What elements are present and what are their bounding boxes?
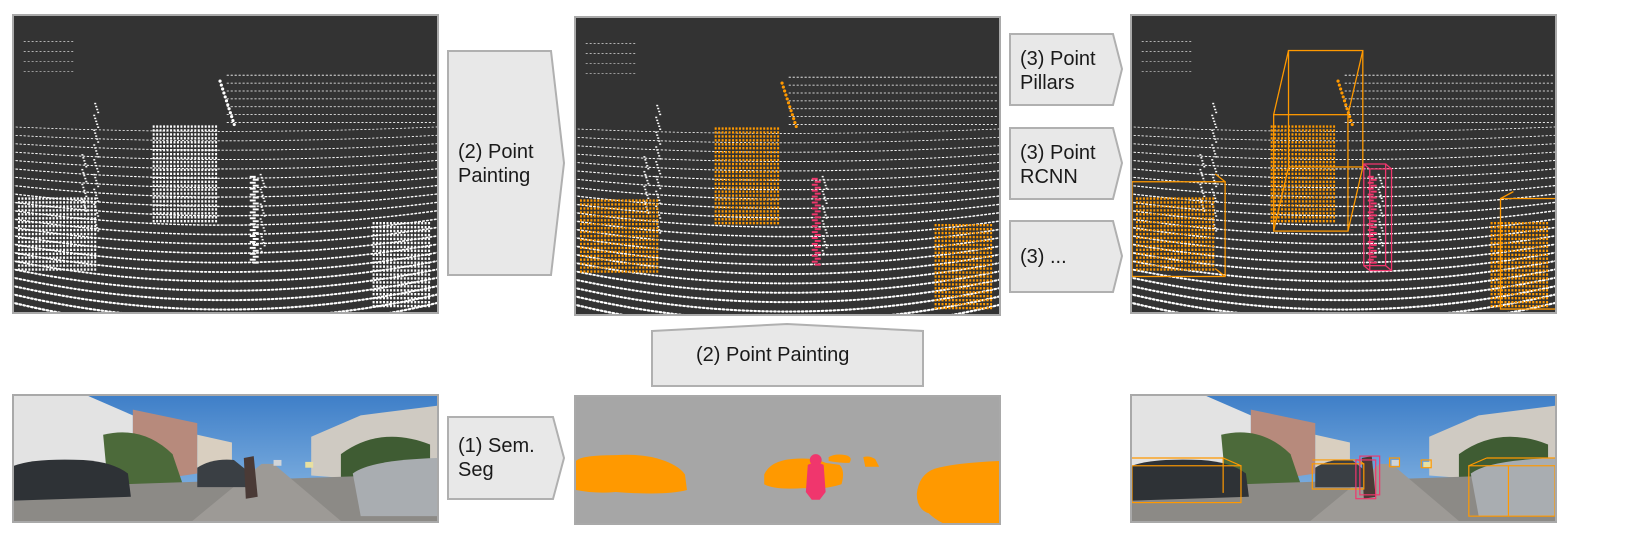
pedestrian-segment bbox=[805, 454, 826, 500]
point-painting-horizontal-arrow: (2) Point Painting bbox=[651, 322, 924, 387]
point-painting-vertical-arrow: (2) Point Painting bbox=[447, 50, 566, 276]
segmentation-panel bbox=[574, 395, 1001, 525]
3d-bounding-boxes bbox=[1132, 49, 1555, 310]
sem-seg-label: (1) Sem. Seg bbox=[458, 435, 535, 481]
raw-lidar-panel bbox=[12, 14, 439, 314]
point-rcnn-label: (3) Point RCNN bbox=[1020, 142, 1096, 188]
point-pillars-arrow: (3) Point Pillars bbox=[1009, 33, 1124, 106]
lidar-object-points bbox=[17, 79, 431, 308]
point-painting-horizontal-label: (2) Point Painting bbox=[696, 344, 850, 366]
detection-lidar-view bbox=[1132, 16, 1555, 312]
car-segment-right bbox=[916, 460, 999, 523]
lidar-scan-rings bbox=[576, 43, 999, 314]
projected-bounding-boxes bbox=[1132, 455, 1555, 517]
other-methods-label: (3) ... bbox=[1020, 246, 1067, 268]
detection-camera-panel bbox=[1130, 394, 1557, 523]
segmentation-mask bbox=[576, 397, 999, 523]
point-painting-vertical-label: (2) Point Painting bbox=[458, 141, 534, 187]
detection-street-photo bbox=[1132, 396, 1555, 521]
camera-image-panel bbox=[12, 394, 439, 523]
painted-lidar-view bbox=[576, 18, 999, 314]
painted-object-points bbox=[579, 81, 993, 310]
car-segment-left bbox=[576, 454, 687, 494]
other-methods-arrow: (3) ... bbox=[1009, 220, 1124, 293]
point-pillars-label: (3) Point Pillars bbox=[1020, 48, 1096, 94]
detection-lidar-panel bbox=[1130, 14, 1557, 314]
raw-lidar-view bbox=[14, 16, 437, 312]
sem-seg-arrow: (1) Sem. Seg bbox=[447, 416, 566, 500]
painted-lidar-panel bbox=[574, 16, 1001, 316]
camera-street-photo bbox=[14, 396, 437, 521]
painted-object-points bbox=[1135, 79, 1549, 308]
point-rcnn-arrow: (3) Point RCNN bbox=[1009, 127, 1124, 200]
